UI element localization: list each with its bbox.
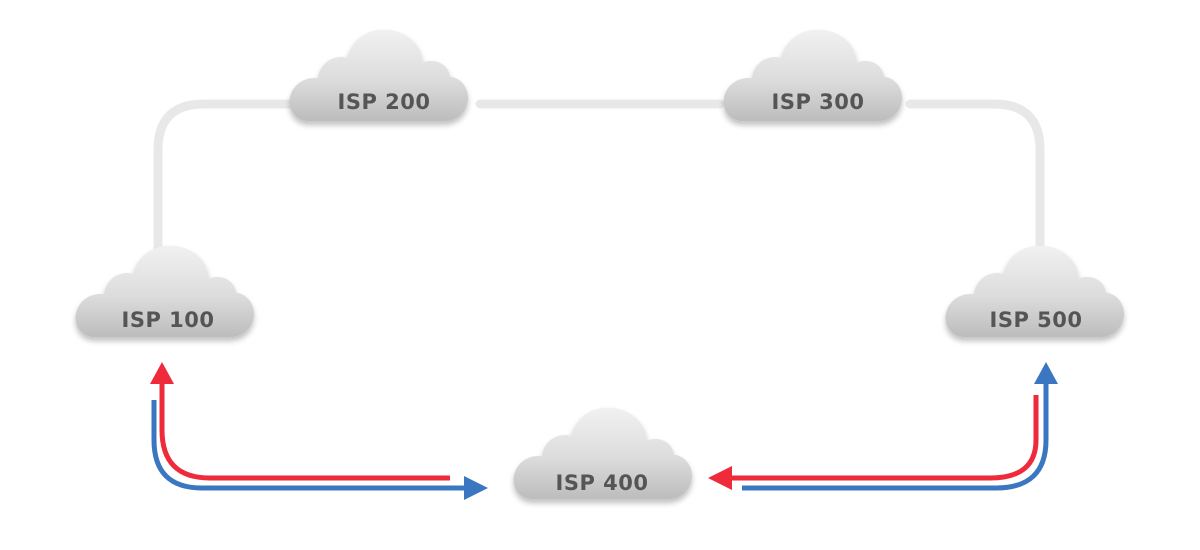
link-isp100-isp200	[153, 99, 295, 255]
blue-path-isp100-to-isp400	[151, 400, 468, 491]
cloud-isp300: ISP 300	[723, 29, 903, 122]
blue-arrowhead-isp500	[1034, 362, 1058, 384]
cloud-label-isp300: ISP 300	[772, 90, 865, 114]
cloud-label-isp100: ISP 100	[122, 308, 215, 332]
link-isp300-isp500	[905, 99, 1045, 255]
blue-arrowhead-isp400	[464, 476, 488, 500]
cloud-isp400: ISP 400	[513, 407, 693, 500]
red-arrowhead-isp400	[708, 466, 732, 490]
cloud-isp100: ISP 100	[75, 245, 255, 338]
cloud-isp200: ISP 200	[289, 29, 469, 122]
red-path-isp500-to-isp400	[728, 395, 1039, 481]
ring-links	[153, 99, 1045, 255]
cloud-label-isp200: ISP 200	[338, 90, 431, 114]
cloud-label-isp500: ISP 500	[990, 308, 1083, 332]
blue-route	[151, 362, 1058, 500]
red-route	[150, 362, 1039, 490]
cloud-label-isp400: ISP 400	[556, 471, 649, 495]
cloud-isp500: ISP 500	[945, 245, 1125, 338]
red-arrowhead-isp100	[150, 362, 174, 384]
red-path-isp400-to-isp100	[159, 380, 450, 481]
blue-path-isp400-to-isp500	[742, 380, 1049, 491]
